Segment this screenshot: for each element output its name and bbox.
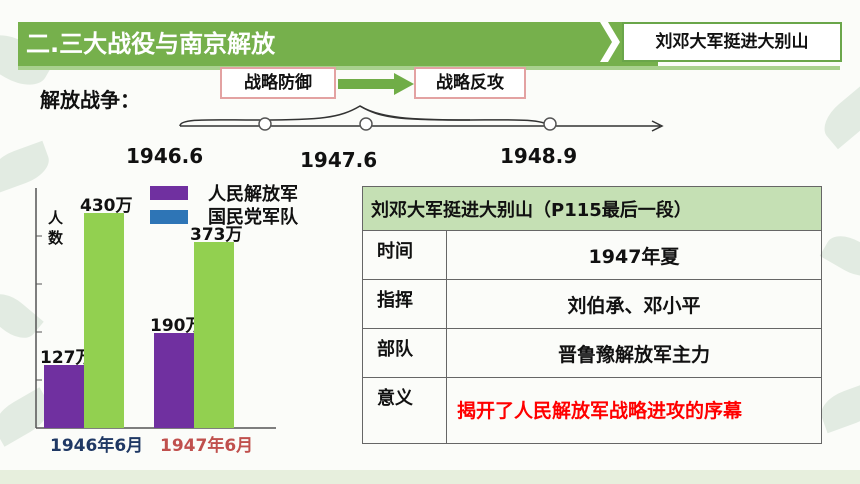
bar-pla-1 — [44, 364, 84, 428]
header-bar — [18, 22, 658, 66]
bar-label: 373万 — [190, 224, 243, 245]
decorative-leaf — [815, 380, 860, 434]
bar-label: 190万 — [150, 316, 203, 336]
arrow-right-icon — [338, 73, 414, 95]
troop-chart — [35, 188, 276, 429]
footer-strip — [0, 470, 860, 484]
phase-defense: 战略防御 — [220, 67, 336, 99]
legend-swatch-kmt — [150, 210, 188, 224]
war-label: 解放战争： — [40, 88, 140, 112]
bar-kmt-1 — [84, 213, 124, 428]
info-value-troops: 晋鲁豫解放军主力 — [446, 328, 822, 378]
phase-counteroffensive: 战略反攻 — [414, 67, 526, 99]
bar-label: 127万 — [40, 347, 93, 368]
info-key-time: 时间 — [362, 230, 447, 280]
decorative-leaf — [816, 84, 860, 150]
year-1947: 1947.6 — [300, 148, 378, 172]
info-key-troops: 部队 — [362, 328, 447, 378]
chevron-right-icon — [600, 22, 620, 62]
topic-box: 刘邓大军挺进大别山 — [622, 22, 842, 62]
bar-pla-2 — [154, 333, 194, 428]
category-label: 1947年6月 — [160, 436, 254, 456]
legend-pla: 人民解放军 — [208, 184, 298, 205]
bar-label: 430万 — [80, 196, 133, 216]
decorative-leaf — [819, 228, 860, 284]
info-table-title: 刘邓大军挺进大别山（P115最后一段） — [362, 186, 822, 231]
info-value-time: 1947年夏 — [446, 230, 822, 280]
info-value-significance: 揭开了人民解放军战略进攻的序幕 — [446, 377, 822, 444]
timeline — [179, 105, 664, 132]
year-1946: 1946.6 — [126, 144, 204, 168]
info-table: 刘邓大军挺进大别山（P115最后一段） 时间 1947年夏 指挥 刘伯承、邓小平… — [362, 186, 822, 444]
bar-kmt-2 — [194, 241, 234, 428]
info-value-commander: 刘伯承、邓小平 — [446, 279, 822, 329]
category-label: 1946年6月 — [50, 436, 144, 456]
legend-swatch-pla — [150, 186, 188, 200]
year-1948: 1948.9 — [500, 144, 578, 168]
info-key-commander: 指挥 — [362, 279, 447, 329]
info-key-significance: 意义 — [362, 377, 447, 444]
y-axis-label: 人数 — [48, 209, 64, 247]
legend-kmt: 国民党军队 — [208, 207, 298, 228]
section-title: 二.三大战役与南京解放 — [26, 30, 276, 58]
